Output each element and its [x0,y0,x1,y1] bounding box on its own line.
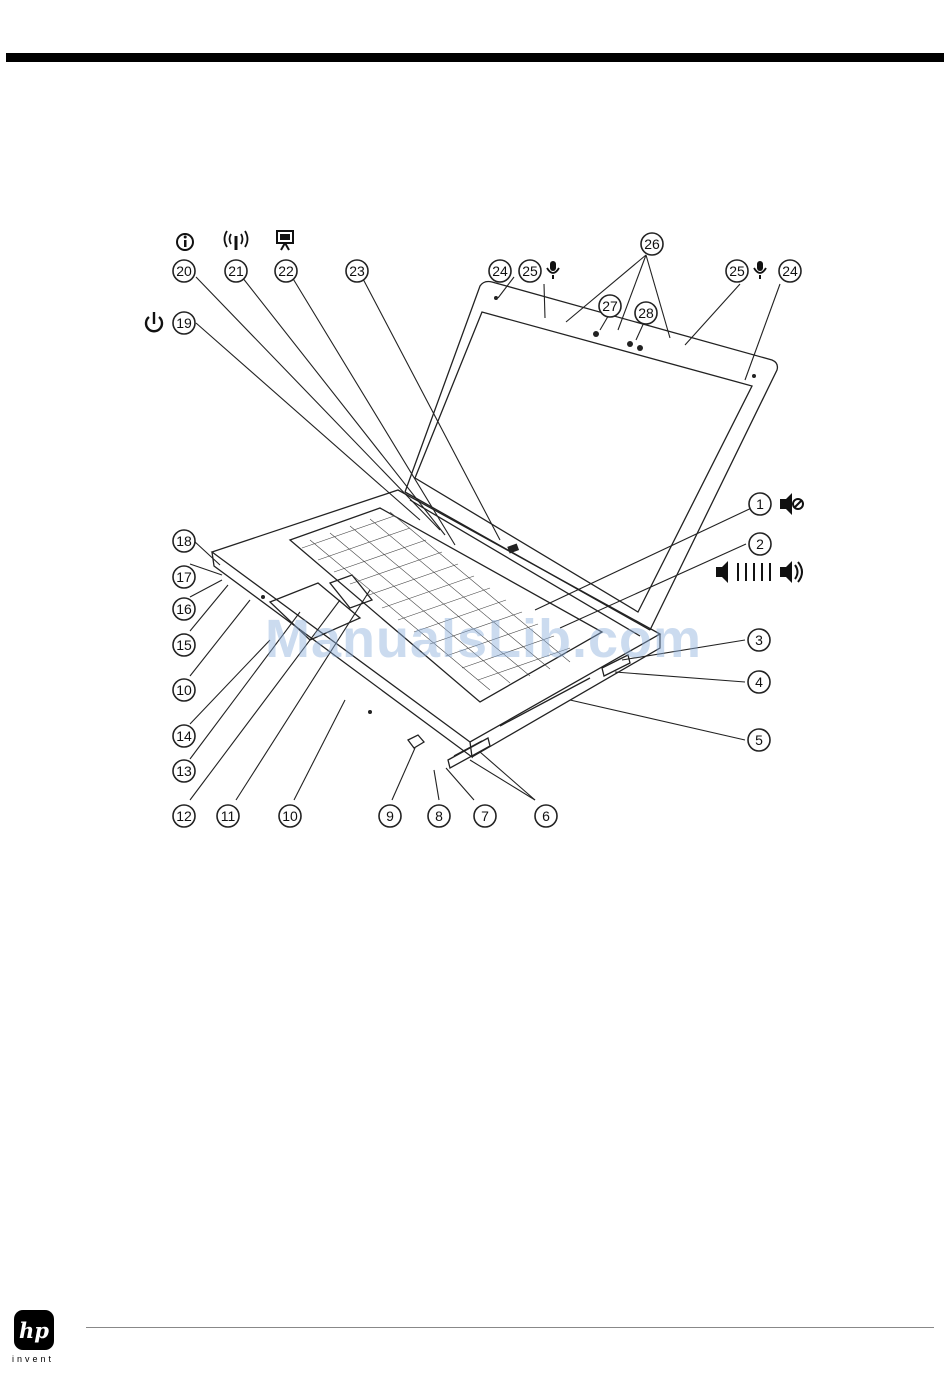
hp-logo-badge: hp [14,1310,54,1350]
svg-text:9: 9 [386,808,394,824]
svg-text:6: 6 [542,808,550,824]
callout-6: 6 [535,805,557,827]
presentation-icon [277,231,293,250]
callout-2: 2 [749,533,771,555]
callout-27: 27 [599,295,621,317]
svg-text:23: 23 [349,263,365,279]
info-icon [177,234,193,250]
callout-3: 3 [748,629,770,651]
callout-11: 11 [217,805,239,827]
svg-text:25: 25 [729,263,745,279]
callout-12: 12 [173,805,195,827]
svg-text:22: 22 [278,263,294,279]
svg-text:8: 8 [435,808,443,824]
svg-text:25: 25 [522,263,538,279]
svg-text:1: 1 [756,496,764,512]
microphone-icon [754,261,766,279]
svg-text:5: 5 [755,732,763,748]
callout-16: 16 [173,598,195,620]
callout-14: 14 [173,725,195,747]
hp-logo: hp invent [12,1310,74,1364]
laptop-illustration [212,282,777,769]
svg-text:3: 3 [755,632,763,648]
callout-1: 1 [749,493,771,515]
wireless-antenna-icon [225,231,248,250]
callout-24-left: 24 [489,260,511,282]
callout-9: 9 [379,805,401,827]
speaker-mute-icon [780,493,803,515]
display-screen [415,312,752,612]
fingerprint-reader [408,735,424,748]
svg-text:10: 10 [176,682,192,698]
callout-24-right: 24 [779,260,801,282]
svg-text:18: 18 [176,533,192,549]
power-icon [146,312,162,331]
svg-text:10: 10 [282,808,298,824]
callout-17: 17 [173,566,195,588]
callout-5: 5 [748,729,770,751]
callout-10-left: 10 [173,679,195,701]
microphone-icon [547,261,559,279]
callout-26: 26 [641,233,663,255]
svg-text:14: 14 [176,728,192,744]
hp-logo-mark [507,543,519,553]
svg-text:24: 24 [492,263,508,279]
svg-text:26: 26 [644,236,660,252]
svg-text:11: 11 [221,808,236,824]
svg-text:19: 19 [176,315,192,331]
callout-7: 7 [474,805,496,827]
svg-text:2: 2 [756,536,764,552]
callout-25-right: 25 [726,260,748,282]
callout-21: 21 [225,260,247,282]
svg-text:12: 12 [176,808,192,824]
svg-text:17: 17 [176,569,192,585]
callout-15: 15 [173,634,195,656]
callout-20: 20 [173,260,195,282]
callout-25-left: 25 [519,260,541,282]
callout-18: 18 [173,530,195,552]
callout-13: 13 [173,760,195,782]
callout-23: 23 [346,260,368,282]
callout-19: 19 [173,312,195,334]
callout-28: 28 [635,302,657,324]
svg-text:15: 15 [176,637,192,653]
hp-logo-mark-text: hp [19,1318,49,1343]
svg-text:16: 16 [176,601,192,617]
svg-text:21: 21 [228,263,244,279]
footer-rule [86,1327,934,1328]
svg-text:24: 24 [782,263,798,279]
leader-lines [190,255,780,800]
callout-22: 22 [275,260,297,282]
svg-text:20: 20 [176,263,192,279]
volume-scroll-icon [716,561,802,583]
callout-10-bottom: 10 [279,805,301,827]
svg-text:27: 27 [602,298,618,314]
hp-logo-tagline: invent [12,1354,74,1364]
svg-text:13: 13 [176,763,192,779]
svg-text:28: 28 [638,305,654,321]
svg-text:4: 4 [755,674,763,690]
watermark: ManualsLib.com [265,608,702,670]
callout-4: 4 [748,671,770,693]
callout-8: 8 [428,805,450,827]
svg-text:7: 7 [481,808,489,824]
